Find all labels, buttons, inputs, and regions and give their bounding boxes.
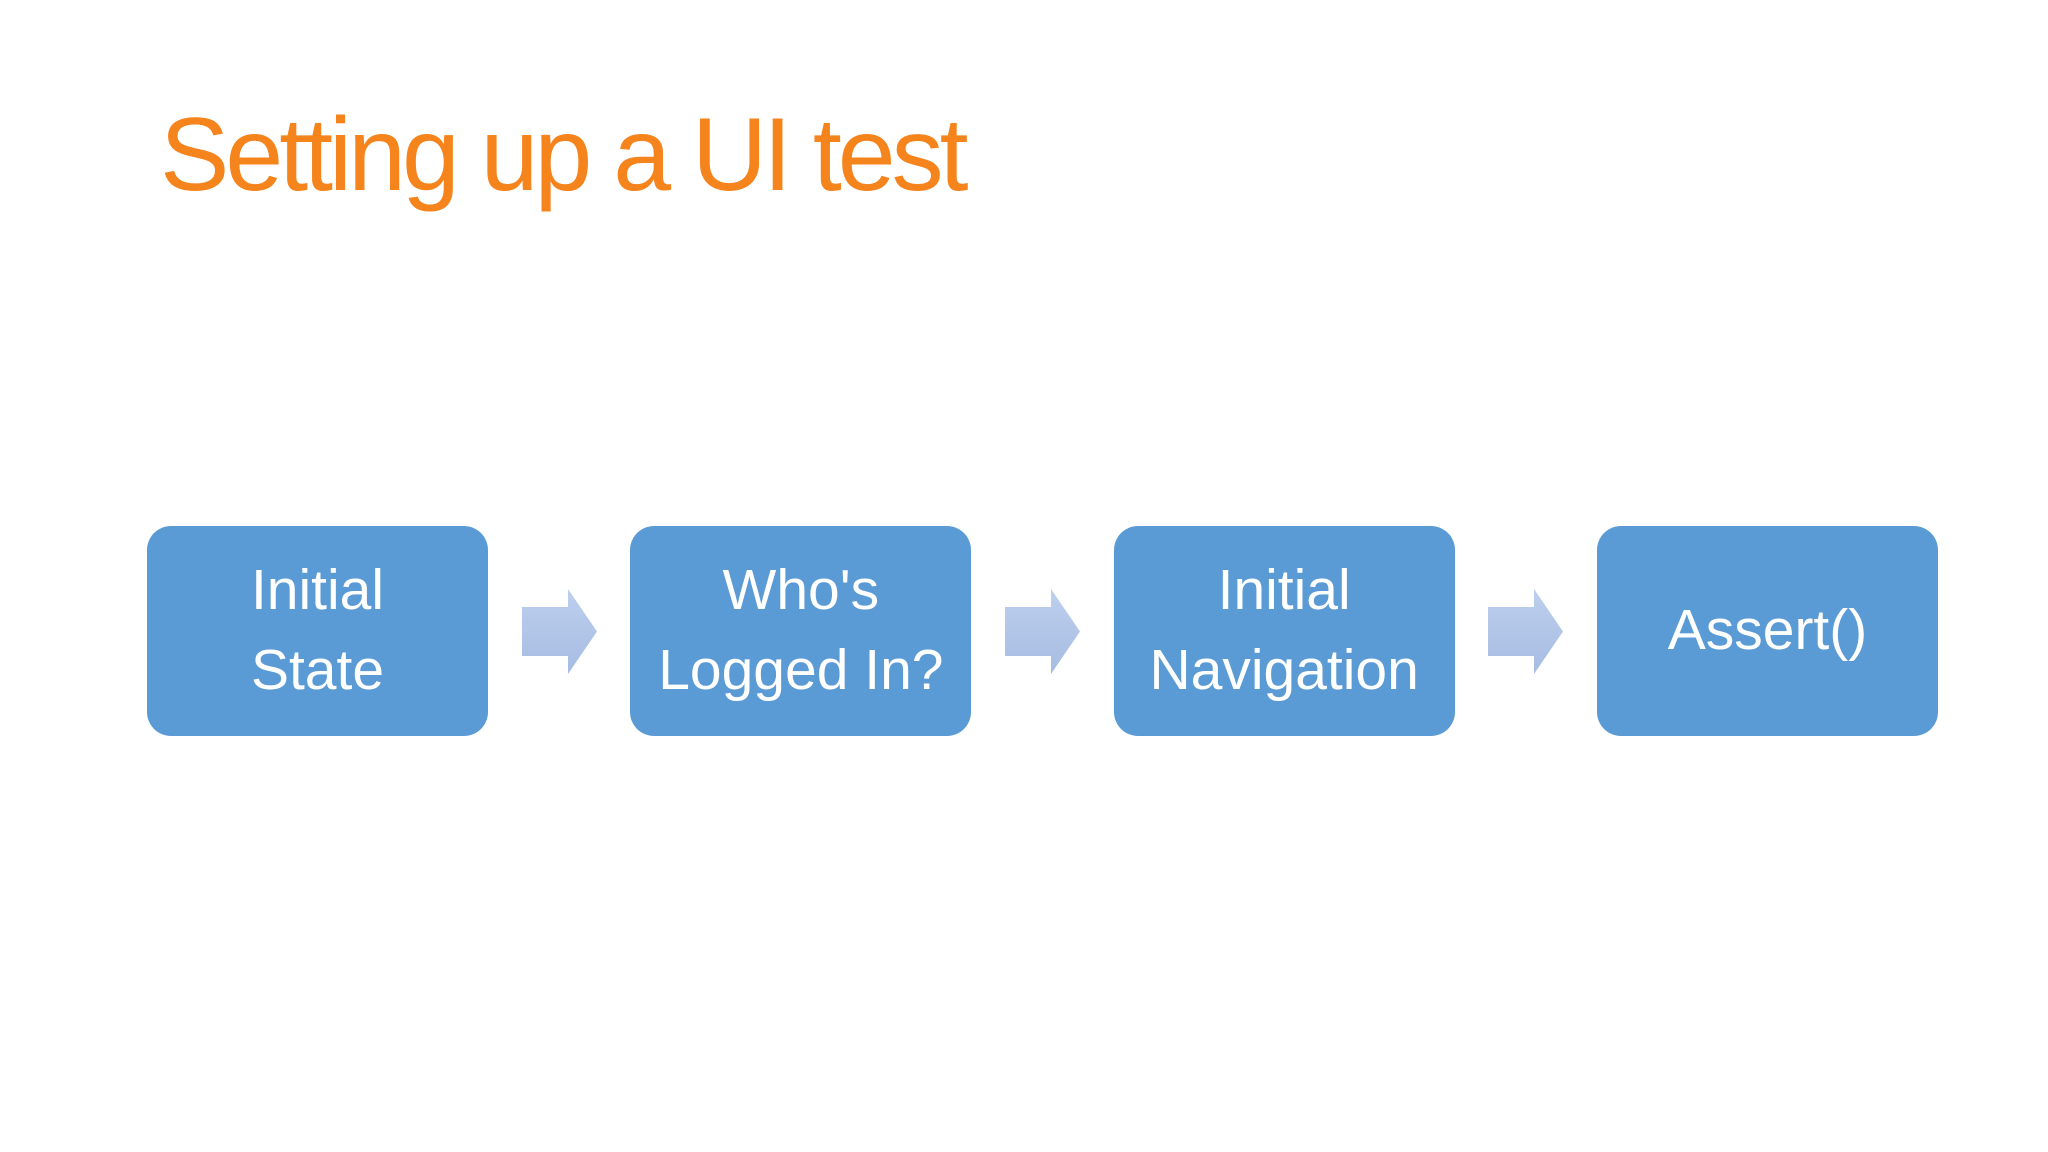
- flow-step-initial-navigation: Initial Navigation: [1113, 526, 1455, 736]
- right-arrow-icon: [1004, 588, 1080, 674]
- flow-step-assert: Assert(): [1596, 526, 1938, 736]
- arrow-cell: [1455, 526, 1597, 736]
- process-flow: Initial State Who's Logged In? Initial N…: [147, 526, 1938, 736]
- arrow-cell: [971, 526, 1113, 736]
- arrow-cell: [488, 526, 630, 736]
- flow-step-whos-logged-in: Who's Logged In?: [630, 526, 972, 736]
- right-arrow-icon: [521, 588, 597, 674]
- flow-step-initial-state: Initial State: [147, 526, 488, 736]
- slide-title: Setting up a UI test: [160, 97, 969, 213]
- right-arrow-icon: [1488, 588, 1564, 674]
